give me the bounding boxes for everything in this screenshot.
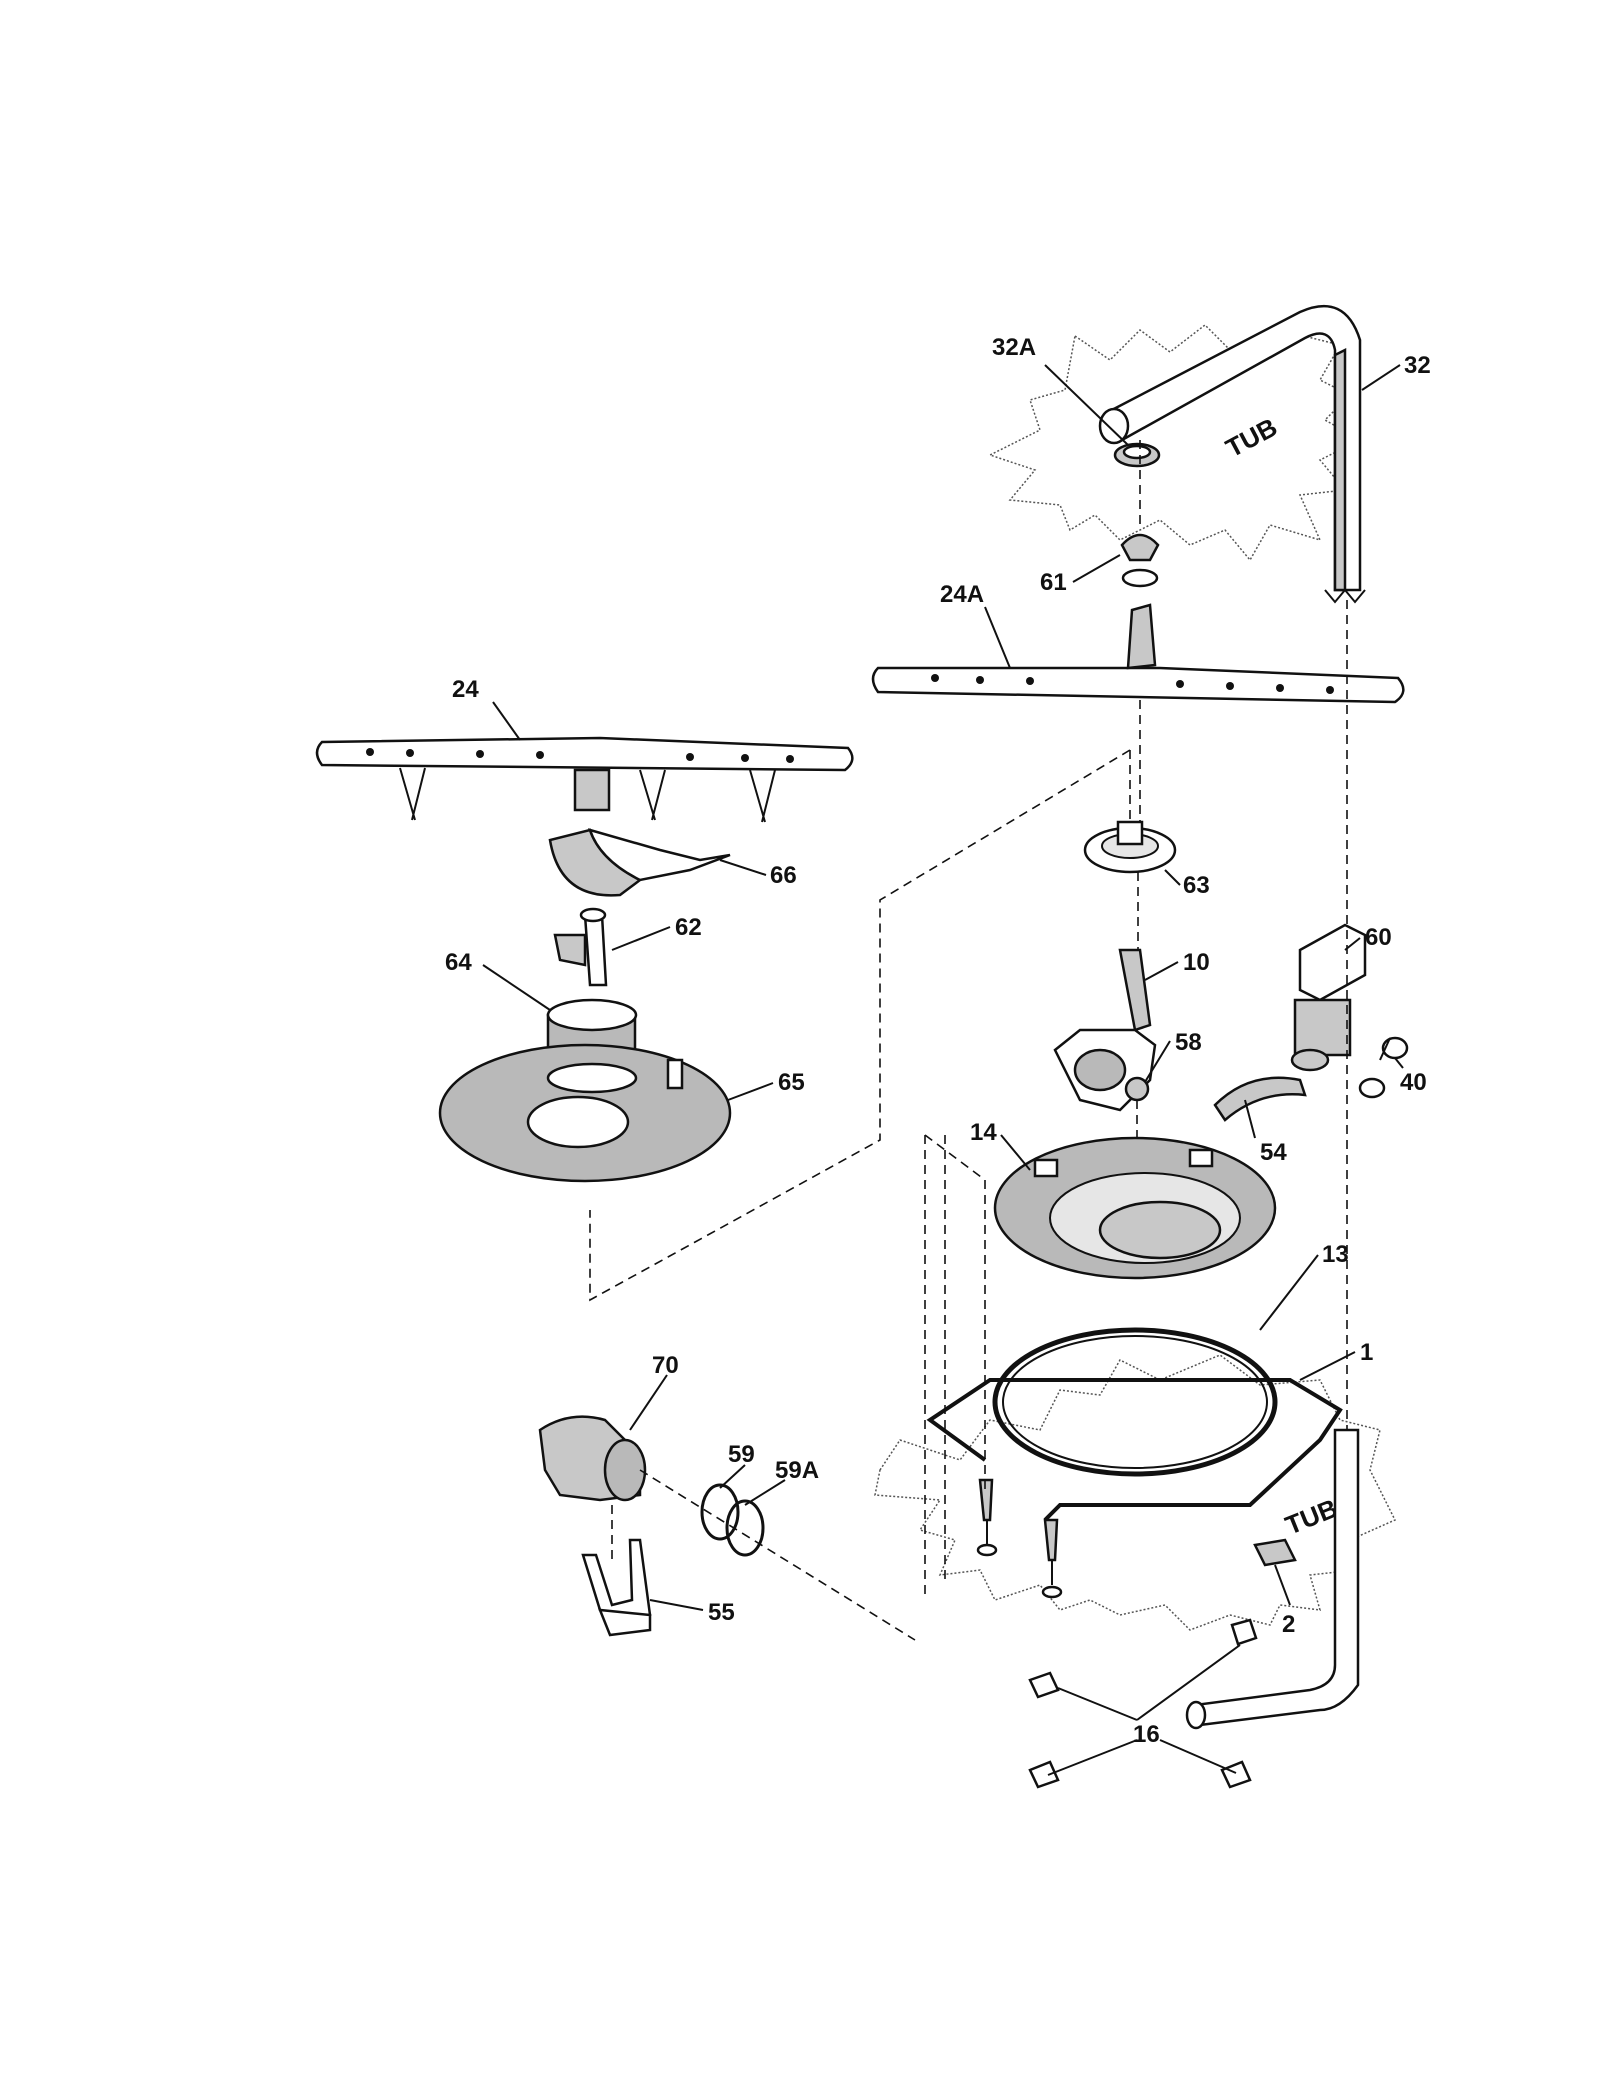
pump-motor-70 <box>538 1415 647 1502</box>
filter-plate-65 <box>438 1043 732 1183</box>
gasket-13 <box>992 1327 1278 1477</box>
lower-tube <box>1185 1428 1360 1730</box>
label-24: 24 <box>452 676 479 703</box>
upper-spray-arm-24a <box>871 603 1405 704</box>
label-16: 16 <box>1133 1721 1160 1748</box>
inlet-valve-60 <box>1290 923 1367 1072</box>
bearing-61 <box>1120 533 1160 588</box>
bracket-2 <box>1253 1538 1297 1567</box>
label-32: 32 <box>1404 352 1431 379</box>
spray-tube-62 <box>553 907 608 987</box>
label-13: 13 <box>1322 1241 1349 1268</box>
label-65: 65 <box>778 1069 805 1096</box>
label-14: 14 <box>970 1119 997 1146</box>
label-63: 63 <box>1183 872 1210 899</box>
label-32a: 32A <box>992 334 1036 361</box>
label-60: 60 <box>1365 924 1392 951</box>
chopper-blade-66 <box>548 828 731 897</box>
label-24a: 24A <box>940 581 984 608</box>
heater-screws <box>976 1478 1063 1599</box>
assembly-lines <box>589 440 1348 1641</box>
label-64: 64 <box>445 949 472 976</box>
label-58: 58 <box>1175 1029 1202 1056</box>
upper-spray-tube <box>1098 304 1366 604</box>
lower-spray-arm-24 <box>315 736 854 823</box>
label-62: 62 <box>675 914 702 941</box>
label-59: 59 <box>728 1441 755 1468</box>
heater-1 <box>926 1378 1343 1522</box>
label-2: 2 <box>1282 1611 1295 1638</box>
o-rings-59 <box>700 1483 765 1557</box>
sump-14 <box>993 1136 1277 1280</box>
label-55: 55 <box>708 1599 735 1626</box>
label-10: 10 <box>1183 949 1210 976</box>
label-1: 1 <box>1360 1339 1373 1366</box>
nut-32a <box>1113 442 1161 468</box>
label-40: 40 <box>1400 1069 1427 1096</box>
clamp-40 <box>1358 1036 1409 1099</box>
part-labels: 32A 32 61 24A 24 66 63 62 64 10 60 58 40… <box>445 334 1431 1748</box>
label-61: 61 <box>1040 569 1067 596</box>
label-70: 70 <box>652 1352 679 1379</box>
housing-10 <box>1053 948 1157 1112</box>
upper-tub-fragment: TUB <box>988 324 1362 562</box>
mounting-bracket-55 <box>581 1538 652 1637</box>
screen-63 <box>1083 820 1177 874</box>
label-66: 66 <box>770 862 797 889</box>
hose-54 <box>1213 1076 1307 1122</box>
clips-16 <box>1028 1618 1258 1789</box>
label-59a: 59A <box>775 1457 819 1484</box>
leader-lines <box>482 364 1404 1776</box>
label-54: 54 <box>1260 1139 1287 1166</box>
